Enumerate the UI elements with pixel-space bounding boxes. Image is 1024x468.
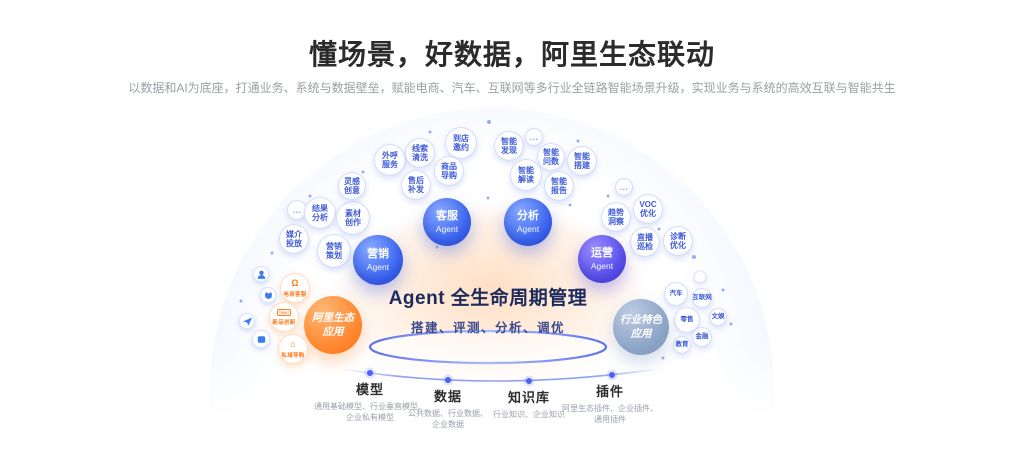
decor-dot (729, 322, 733, 326)
headset-icon: Ω (291, 277, 299, 288)
eco-app-bubble: Ω 电商客服 (280, 273, 310, 303)
capability-bubble: 趋势 洞察 (601, 202, 631, 232)
capability-bubble: 诊断 优化 (663, 226, 693, 256)
more-bubble: … (525, 128, 543, 146)
more-bubble: … (615, 178, 633, 196)
capability-bubble: 外呼 服务 (374, 144, 406, 176)
foundation-item-data: 数据公共数据、行业数据、 企业数据 (408, 386, 488, 430)
capability-bubble: 素材 创作 (336, 201, 370, 235)
industry-apps-circle: 行业特色 应用 (613, 299, 669, 355)
decor-dot (270, 251, 274, 255)
wangwang-app-icon (239, 313, 255, 329)
capability-bubble: 直播 巡检 (630, 227, 660, 257)
operations-agent-sub: Agent (590, 261, 614, 272)
capability-bubble: 智能 报告 (544, 171, 574, 201)
tmall-app-icon (260, 287, 276, 303)
marketing-agent-label: 营销 (367, 247, 389, 260)
industry-apps-label: 行业特色 应用 (620, 313, 662, 340)
industry-bubble: 汽车 (664, 282, 688, 306)
connector-dot-knowledge (526, 378, 532, 384)
capability-bubble: 智能 搭建 (567, 146, 597, 176)
foundation-title-knowledge: 知识库 (507, 390, 550, 405)
decor-dot (486, 196, 490, 200)
capability-bubble: 营销 策划 (317, 234, 351, 268)
marketing-agent-circle: 营销 Agent (353, 235, 403, 285)
marketing-agent-sub: Agent (366, 262, 390, 273)
eco-app-label: 私域导购 (281, 352, 305, 359)
analysis-agent-circle: 分析 Agent (504, 198, 552, 246)
eco-app-bubble: ⌂ 私域导购 (278, 334, 308, 364)
taobao-app-icon (253, 266, 269, 282)
decor-dot (721, 288, 725, 292)
foundation-desc-knowledge: 行业知识、企业知识 (493, 410, 565, 419)
capability-bubble: 到店 邀约 (445, 127, 477, 159)
service-agent-circle: 客服 Agent (423, 198, 471, 246)
industry-bubble: 零售 (674, 307, 700, 333)
page-subtitle: 以数据和AI为底座，打通业务、系统与数据壁垒，赋能电商、汽车、互联网等多行业全链… (128, 81, 896, 95)
industry-bubble: 教育 (673, 336, 691, 354)
eco-app-label: 新品创新 (272, 319, 296, 326)
analysis-agent-sub: Agent (516, 224, 540, 235)
decor-dot (239, 299, 243, 303)
capability-bubble: 结果 分析 (304, 197, 336, 229)
foundation-desc-data: 公共数据、行业数据、 企业数据 (408, 409, 488, 430)
tmic-logo: TMIC (276, 308, 292, 316)
capability-bubble: 智能 解读 (510, 159, 542, 191)
decor-dot (487, 120, 491, 124)
connector-dot-plugin (609, 372, 615, 378)
page-title: 懂场景，好数据，阿里生态联动 (308, 39, 715, 70)
more-bubble: … (287, 200, 307, 220)
capability-bubble: 线索 清洗 (405, 138, 435, 168)
foundation-title-model: 模型 (355, 382, 384, 397)
lifecycle-title: Agent 全生命周期管理 (388, 288, 588, 309)
eco-app-bubble: TMIC 新品创新 (269, 302, 299, 332)
retail-app-icon (252, 330, 270, 348)
analysis-agent-label: 分析 (517, 209, 539, 222)
lifecycle-center: Agent 全生命周期管理 搭建、评测、分析、调优 (338, 283, 638, 336)
decor-dot (576, 139, 580, 143)
decor-dot (428, 130, 432, 134)
service-agent-sub: Agent (435, 224, 459, 235)
capability-bubble: 智能 发现 (494, 131, 524, 161)
alibaba-eco-apps-label: 阿里生态 应用 (312, 311, 354, 338)
foundation-title-data: 数据 (433, 389, 462, 404)
decor-dot (692, 255, 696, 259)
decor-dot (361, 170, 365, 174)
decor-dot (435, 245, 439, 249)
capability-bubble: VOC 优化 (633, 194, 663, 224)
industry-bubble: 金融 (692, 327, 712, 347)
foundation-title-plugin: 插件 (595, 384, 624, 399)
decor-dot (661, 356, 665, 360)
foundation-item-knowledge: 知识库行业知识、企业知识 (493, 387, 565, 420)
operations-agent-label: 运营 (591, 246, 613, 259)
lifecycle-subtitle: 搭建、评测、分析、调优 (410, 321, 565, 335)
capability-bubble: 智能 问数 (537, 143, 565, 171)
foundation-desc-plugin: 阿里生态插件、企业插件、 通用插件 (562, 404, 658, 425)
decor-dot (606, 194, 610, 198)
foundation-item-model: 模型通用基础模型、行业垂直模型、 企业私有模型 (314, 379, 426, 423)
decor-dot (568, 203, 572, 207)
connector-dot-model (367, 370, 373, 376)
decor-dot (308, 194, 312, 198)
capability-bubble: 灵感 创意 (338, 172, 366, 200)
foundation-item-plugin: 插件阿里生态插件、企业插件、 通用插件 (562, 381, 658, 425)
foundation-desc-model: 通用基础模型、行业垂直模型、 企业私有模型 (314, 402, 426, 423)
industry-bubble: 互联网 (692, 288, 712, 308)
capability-bubble: 售后 补发 (401, 170, 431, 200)
home-icon: ⌂ (290, 338, 296, 349)
capability-bubble: 商品 导购 (434, 156, 464, 186)
eco-app-label: 电商客服 (283, 291, 307, 298)
empty-bubble (693, 270, 707, 284)
industry-bubble: 文娱 (709, 308, 727, 326)
connector-dot-data (445, 377, 451, 383)
operations-agent-circle: 运营 Agent (578, 235, 626, 283)
service-agent-label: 客服 (436, 209, 458, 222)
alibaba-eco-apps-circle: 阿里生态 应用 (304, 296, 362, 354)
decor-dot (657, 227, 661, 231)
capability-bubble: 媒介 投放 (279, 224, 309, 254)
